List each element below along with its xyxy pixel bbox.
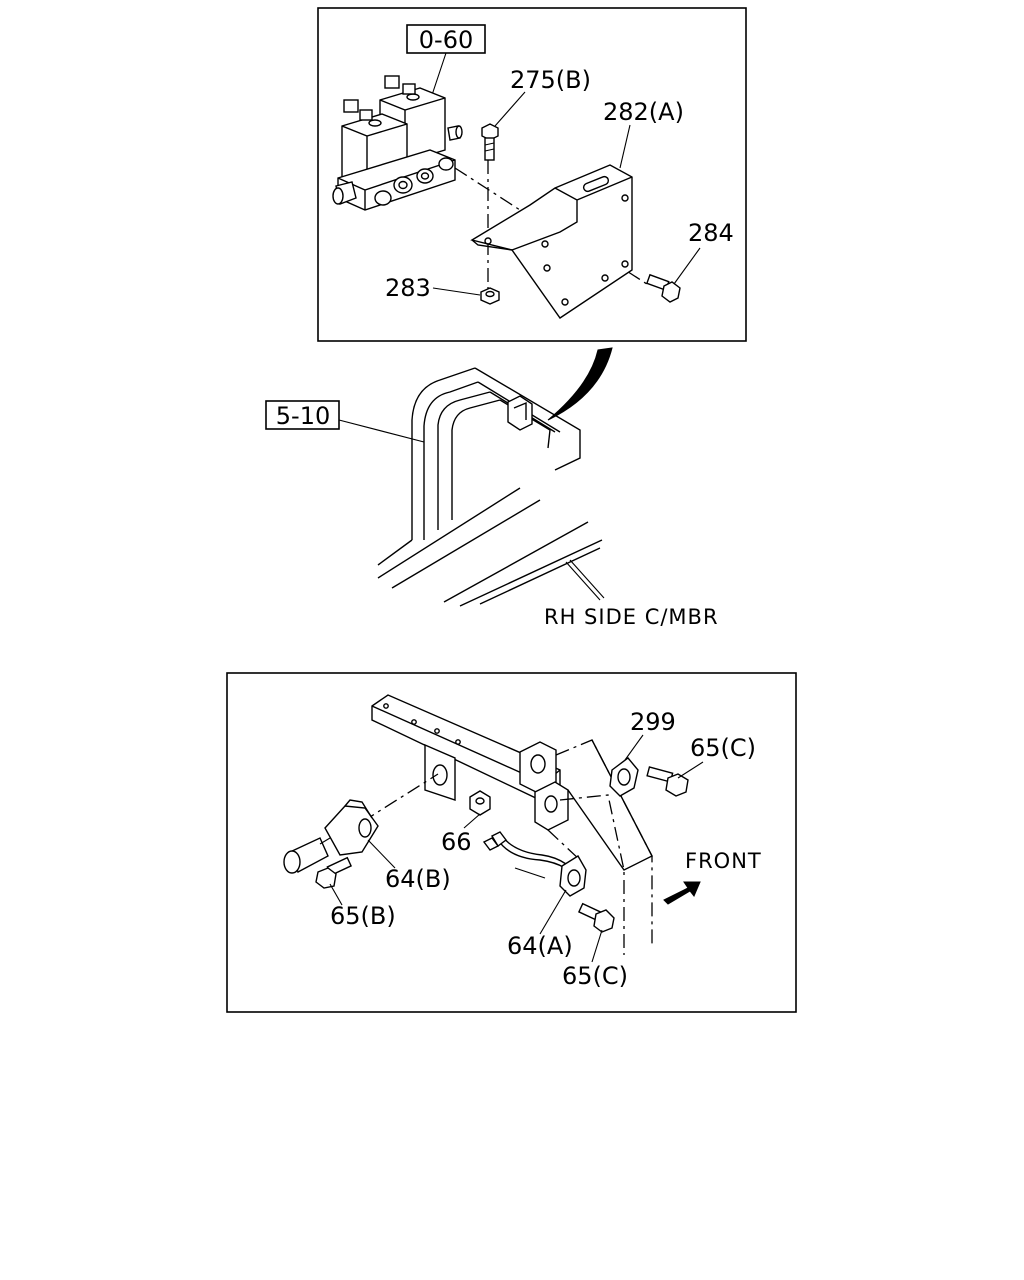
- leader-65c-top: [677, 761, 704, 779]
- valve-blocks: [519, 741, 569, 831]
- bolt-65b: [315, 856, 353, 889]
- frame-section: 5-10 RH SIDE C/MBR: [265, 367, 719, 629]
- bracket-282a: [470, 164, 633, 319]
- top-panel-frame: [317, 7, 747, 342]
- align-line-valve-a: [547, 829, 581, 861]
- leader-283: [432, 287, 481, 296]
- part-299: [609, 757, 639, 797]
- leader-284: [673, 247, 701, 285]
- leader-282a: [619, 124, 631, 169]
- label-283: 283: [385, 274, 431, 302]
- outline-frame-right: [555, 739, 653, 945]
- bottom-panel-frame: [226, 672, 797, 1013]
- bottom-panel: 299 65(C) 66 64(B): [226, 672, 797, 1013]
- label-282a: 282(A): [603, 98, 684, 126]
- label-299: 299: [630, 708, 676, 736]
- leader-65c-bottom: [591, 929, 603, 963]
- leader-0-60: [431, 52, 447, 96]
- ref-label-0-60: 0-60: [419, 26, 473, 54]
- label-64a: 64(A): [507, 932, 573, 960]
- label-284: 284: [688, 219, 734, 247]
- bolt-284: [645, 273, 681, 303]
- bolt-65c-top: [646, 766, 689, 797]
- label-64b: 64(B): [385, 865, 451, 893]
- label-66: 66: [441, 828, 472, 856]
- valve-64b: [283, 799, 379, 874]
- align-line-bracket: [559, 227, 651, 287]
- label-65b: 65(B): [330, 902, 396, 930]
- ref-box-5-10: [265, 400, 340, 430]
- connect-arrow: [547, 347, 613, 421]
- label-rh-side-member: RH SIDE C/MBR: [544, 605, 719, 629]
- label-front: FRONT: [685, 849, 762, 873]
- leader-5-10: [338, 419, 425, 443]
- bolt-275b: [481, 123, 499, 161]
- leader-64a: [539, 889, 567, 935]
- top-panel: 0-60: [317, 7, 747, 342]
- nut-283: [480, 287, 500, 305]
- label-65c-top: 65(C): [690, 734, 756, 762]
- front-arrow-icon: [663, 881, 701, 905]
- leader-66: [463, 813, 481, 829]
- outline-frame-left: [559, 794, 625, 955]
- leader-64b: [367, 839, 396, 869]
- align-line-valve-b: [361, 773, 439, 823]
- label-275b: 275(B): [510, 66, 591, 94]
- ref-label-5-10: 5-10: [276, 402, 330, 430]
- nut-66: [469, 790, 491, 816]
- leader-299: [624, 734, 644, 761]
- bolt-65c-bottom: [577, 902, 615, 933]
- solenoid-valve-assembly: [332, 75, 463, 211]
- leader-65b: [329, 883, 343, 906]
- leader-275b: [494, 91, 526, 127]
- valve-64a: [482, 831, 587, 897]
- label-65c-bottom: 65(C): [562, 962, 628, 990]
